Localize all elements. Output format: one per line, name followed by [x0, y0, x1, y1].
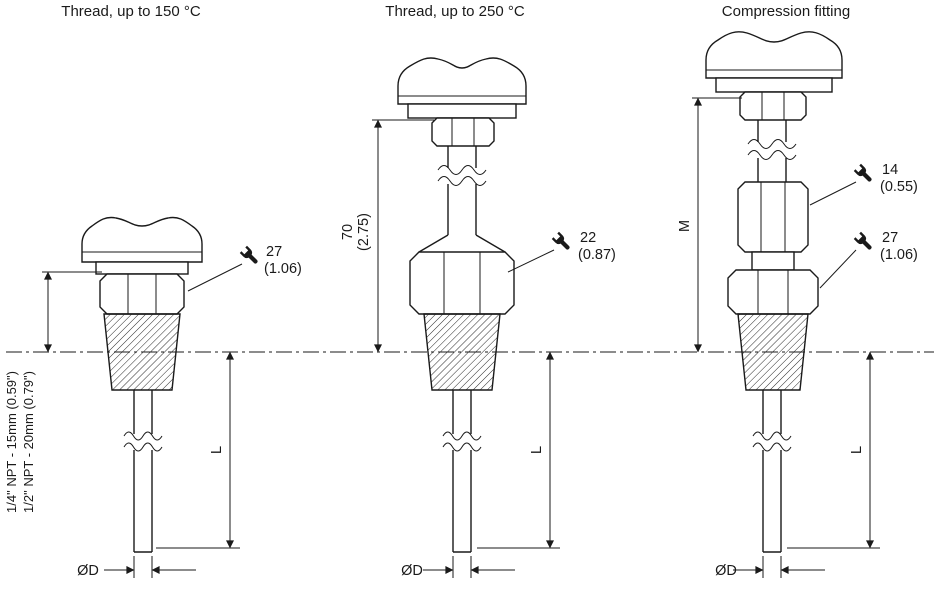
- break-symbol: [442, 442, 482, 452]
- break-symbol: [437, 176, 487, 186]
- collar: [95, 261, 189, 275]
- diameter-label: ØD: [715, 563, 737, 579]
- npt-thread: [423, 313, 501, 391]
- break-symbol: [442, 431, 482, 441]
- extension-tube: [747, 120, 797, 182]
- middle-dimensions: [372, 119, 560, 578]
- wrench-size-inches-label: (1.06): [880, 247, 918, 263]
- hex-nut: [431, 117, 495, 147]
- hex-nut: [739, 91, 807, 121]
- height-value-label: 70: [340, 224, 356, 240]
- shoulder-line: [418, 234, 449, 253]
- wrench-size-inches-label: (0.55): [880, 179, 918, 195]
- break-symbol: [437, 165, 487, 175]
- length-label: L: [209, 446, 225, 454]
- wrench-size-label: 27: [882, 230, 898, 246]
- length-label: L: [529, 446, 545, 454]
- wrench-icon: [853, 231, 875, 253]
- wrench-leader-line: [819, 249, 857, 289]
- right-dimensions: [692, 97, 880, 578]
- break-symbol: [747, 150, 797, 160]
- hex-nut: [99, 273, 185, 315]
- break-symbol: [123, 431, 163, 441]
- probe-tube: [123, 390, 163, 553]
- thread-spec-1: 1/4" NPT - 15mm (0.59"): [4, 371, 19, 513]
- wrench-size-label: 27: [266, 244, 282, 260]
- left-dimensions: [42, 263, 243, 578]
- wrench-size-label: 22: [580, 230, 596, 246]
- thread-spec-2: 1/2" NPT - 20mm (0.79"): [21, 371, 36, 513]
- handle: [397, 57, 527, 105]
- shoulder-line: [475, 234, 506, 253]
- extension-tube: [437, 146, 487, 235]
- title-compression-fitting: Compression fitting: [722, 3, 850, 20]
- wrench-size-inches-label: (1.06): [264, 261, 302, 277]
- hex-nut-lower: [727, 269, 819, 315]
- height-label: M: [677, 220, 693, 232]
- probe-tube: [752, 390, 792, 553]
- figure-thread-250: [397, 57, 527, 553]
- collar: [407, 103, 517, 119]
- wrench-icon: [853, 163, 875, 185]
- break-symbol: [752, 431, 792, 441]
- compression-body-hex: [737, 181, 809, 253]
- hex-body: [409, 251, 515, 315]
- title-thread-250: Thread, up to 250 °C: [385, 3, 525, 20]
- break-symbol: [752, 442, 792, 452]
- height-value-inches-label: (2.75): [356, 213, 372, 251]
- wrench-leader-line: [809, 181, 857, 206]
- diameter-label: ØD: [77, 563, 99, 579]
- wrench-icon: [551, 231, 573, 253]
- figure-compression: [705, 31, 843, 553]
- wrench-leader-line: [187, 263, 243, 292]
- wrench-icon: [239, 245, 261, 267]
- collar: [715, 77, 833, 93]
- break-symbol: [747, 139, 797, 149]
- length-label: L: [849, 446, 865, 454]
- neck: [751, 251, 795, 271]
- title-thread-150: Thread, up to 150 °C: [61, 3, 201, 20]
- probe-tube: [442, 390, 482, 553]
- break-symbol: [123, 442, 163, 452]
- handle: [705, 31, 843, 79]
- diameter-label: ØD: [401, 563, 423, 579]
- wrench-leader-line: [507, 249, 555, 273]
- figure-thread-150: [81, 216, 203, 553]
- wrench-size-label: 14: [882, 162, 898, 178]
- handle: [81, 216, 203, 263]
- wrench-size-inches-label: (0.87): [578, 247, 616, 263]
